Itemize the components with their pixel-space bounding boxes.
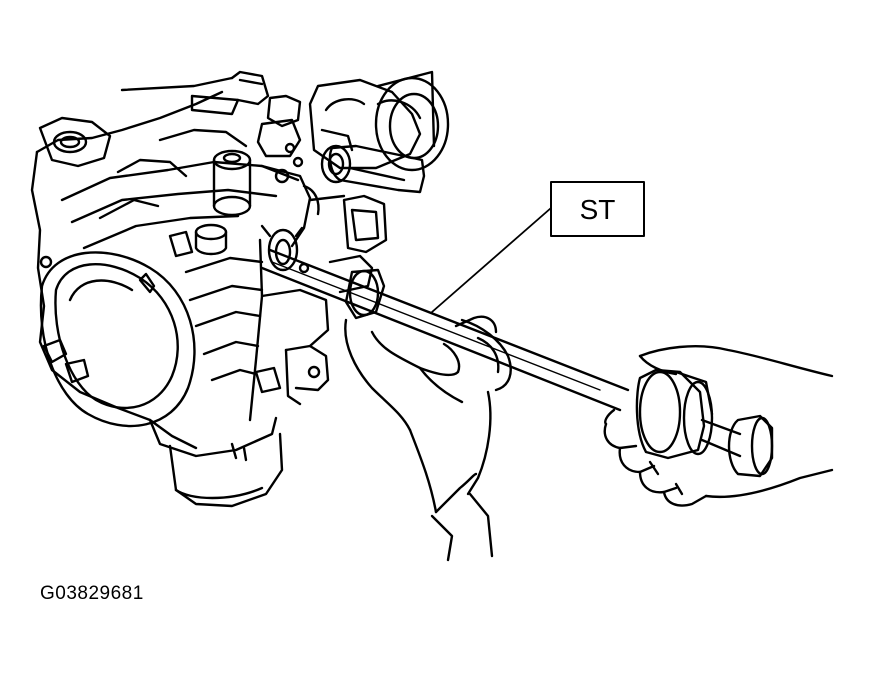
- slide-hammer-tool: [262, 250, 772, 476]
- callout-leader-line: [432, 208, 551, 312]
- right-hand: [605, 346, 832, 505]
- figure-id: G03829681: [40, 583, 144, 604]
- left-hand: [345, 317, 510, 560]
- callout: [432, 182, 644, 312]
- callout-label: ST: [580, 194, 616, 225]
- engine-block: [32, 72, 448, 506]
- callout-box: [551, 182, 644, 236]
